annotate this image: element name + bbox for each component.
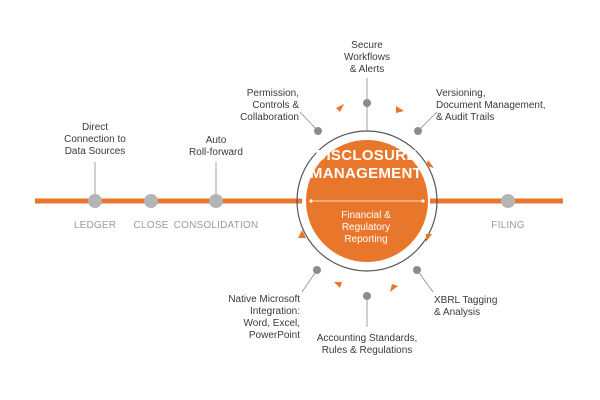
feature-node-secure	[363, 99, 371, 107]
arrow-icon	[298, 230, 306, 238]
feature-label-versioning: Versioning, Document Management, & Audit…	[436, 88, 546, 123]
stage-label-ledger: LEDGER	[73, 220, 117, 231]
feature-label-secure: Secure Workflows & Alerts	[344, 40, 390, 75]
arrow-icon	[396, 106, 404, 113]
connector-permission	[299, 111, 319, 132]
stage-node-filing	[501, 194, 515, 208]
connector-microsoft	[301, 269, 318, 293]
stage-node-ledger	[88, 194, 102, 208]
feature-node-microsoft	[313, 266, 321, 274]
connector-versioning	[417, 111, 438, 132]
feature-label-microsoft: Native Microsoft Integration: Word, Exce…	[228, 294, 300, 341]
core-divider-dot-right	[421, 199, 425, 203]
arrow-icon	[334, 282, 342, 288]
connector-xbrl	[416, 269, 434, 293]
feature-node-accounting	[363, 292, 371, 300]
core-divider-dot-left	[309, 199, 313, 203]
stage-node-close	[144, 194, 158, 208]
feature-node-versioning	[414, 127, 422, 135]
stage-label-filing: FILING	[491, 220, 525, 231]
stage-label-consolidation: CONSOLIDATION	[173, 220, 259, 231]
annotation-ledger: Direct Connection to Data Sources	[64, 122, 126, 157]
feature-label-xbrl: XBRL Tagging & Analysis	[434, 295, 498, 318]
stage-label-close: CLOSE	[133, 220, 169, 231]
arrow-icon	[390, 284, 398, 292]
core-subtitle: Financial & Regulatory Reporting	[341, 210, 391, 245]
feature-label-accounting: Accounting Standards, Rules & Regulation…	[316, 333, 418, 356]
arrow-icon	[336, 104, 344, 112]
arrow-icon	[426, 234, 432, 242]
annotation-consolidation: Auto Roll-forward	[189, 135, 243, 158]
arrow-icon	[426, 160, 434, 168]
stage-node-consolidation	[209, 194, 223, 208]
core-title: DISCLOSURE MANAGEMENT	[309, 147, 423, 182]
feature-label-permission: Permission, Controls & Collaboration	[240, 88, 299, 123]
feature-node-xbrl	[413, 266, 421, 274]
feature-node-permission	[314, 127, 322, 135]
